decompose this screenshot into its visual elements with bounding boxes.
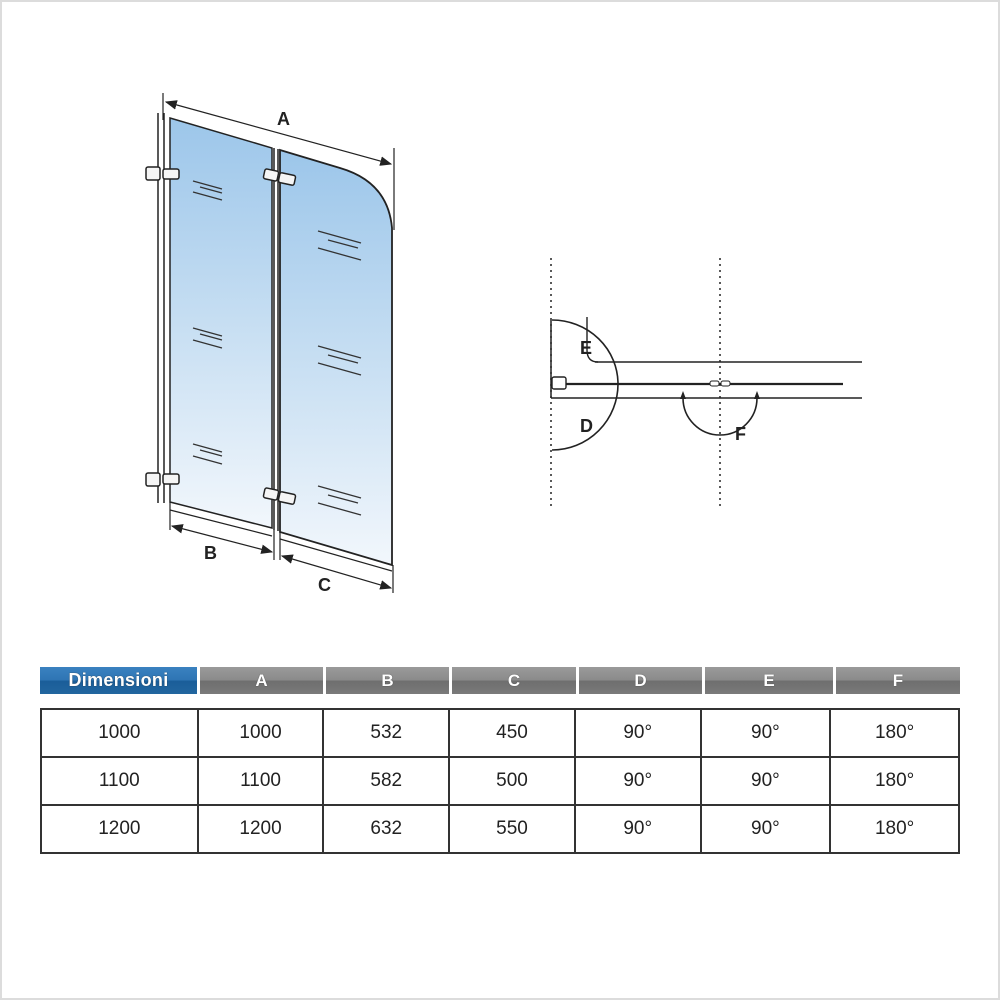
cell-d: 90° (573, 804, 702, 854)
cell-f: 180° (829, 804, 960, 854)
cell-b: 632 (322, 804, 451, 854)
panel-front-view: A B C (145, 93, 395, 595)
hinge-icons (145, 166, 297, 505)
glass-reflection-marks (192, 180, 362, 516)
dimension-b-arrow (170, 524, 274, 554)
cell-a: 1000 (196, 708, 325, 758)
label-c: C (318, 575, 331, 595)
swing-arc-d-e (551, 319, 619, 451)
cell-f: 180° (829, 708, 960, 758)
panel-plan-view (550, 258, 862, 510)
header-b: B (326, 667, 449, 694)
header-d: D (579, 667, 702, 694)
dimension-table-header: Dimensioni A B C D E F (40, 667, 960, 694)
cell-e: 90° (699, 756, 832, 806)
header-dimensioni: Dimensioni (40, 667, 197, 694)
cell-f: 180° (829, 756, 960, 806)
header-e: E (705, 667, 833, 694)
cell-c: 450 (448, 708, 576, 758)
cell-d: 90° (573, 708, 702, 758)
fixed-glass-panel (169, 116, 273, 529)
cell-dimensioni: 1000 (40, 708, 199, 758)
wall-profile-icon (551, 376, 567, 390)
dimension-table: 1000 1000 532 450 90° 90° 180° 1100 1100… (40, 708, 960, 854)
cell-c: 500 (448, 756, 576, 806)
cell-a: 1200 (196, 804, 325, 854)
table-row: 1200 1200 632 550 90° 90° 180° (40, 804, 960, 854)
header-a: A (200, 667, 323, 694)
dimension-a-arrow (164, 100, 393, 166)
label-e: E (580, 338, 592, 358)
cell-c: 550 (448, 804, 576, 854)
label-a: A (277, 109, 290, 129)
header-f: F (836, 667, 960, 694)
shower-screen-diagram: A B C E D F (145, 93, 862, 595)
cell-b: 582 (322, 756, 451, 806)
table-row: 1000 1000 532 450 90° 90° 180° (40, 708, 960, 758)
table-row: 1100 1100 582 500 90° 90° 180° (40, 756, 960, 806)
dimension-c-arrow (280, 554, 393, 590)
cell-a: 1100 (196, 756, 325, 806)
cell-d: 90° (573, 756, 702, 806)
label-d: D (580, 416, 593, 436)
cell-dimensioni: 1100 (40, 756, 199, 806)
cell-b: 532 (322, 708, 451, 758)
header-c: C (452, 667, 576, 694)
cell-dimensioni: 1200 (40, 804, 199, 854)
cell-e: 90° (699, 708, 832, 758)
cell-e: 90° (699, 804, 832, 854)
label-f: F (735, 424, 746, 444)
swing-arc-f (682, 397, 758, 436)
label-b: B (204, 543, 217, 563)
